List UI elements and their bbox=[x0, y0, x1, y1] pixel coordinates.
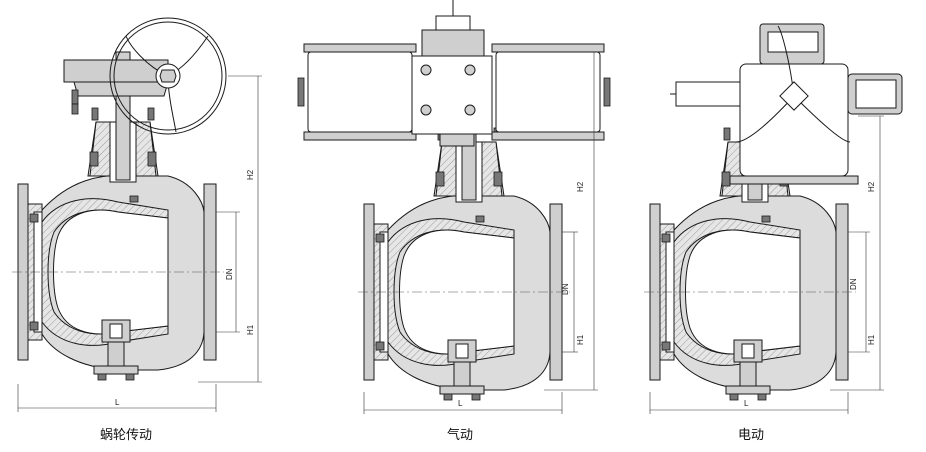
electric-dim-l: L bbox=[744, 399, 749, 408]
pneumatic-valve-drawing bbox=[297, 0, 611, 414]
pneumatic-caption: 气动 bbox=[447, 427, 473, 443]
worm-gear-valve-drawing bbox=[11, 17, 262, 412]
electric-caption: 电动 bbox=[738, 428, 764, 443]
pneumatic-dim-l: L bbox=[458, 399, 463, 408]
pneumatic-dim-h1: H1 bbox=[576, 334, 585, 345]
pneumatic-dim-dn: DN bbox=[561, 283, 570, 295]
electric-dimension-labels: H2 DN H1 L bbox=[744, 181, 876, 408]
electric-dim-h1: H1 bbox=[867, 334, 876, 345]
worm-gear-dim-h2: H2 bbox=[246, 169, 255, 180]
worm-gear-dim-l: L bbox=[115, 398, 120, 407]
pneumatic-dim-h2: H2 bbox=[576, 181, 585, 192]
electric-valve-drawing bbox=[643, 23, 903, 414]
worm-gear-dimension-labels: H2 DN H1 L bbox=[115, 169, 255, 407]
worm-gear-dim-h1: H1 bbox=[246, 324, 255, 335]
worm-gear-caption: 蜗轮传动 bbox=[100, 427, 152, 443]
worm-gear-dim-dn: DN bbox=[225, 268, 234, 280]
pneumatic-dimension-labels: H2 DN H1 L bbox=[458, 181, 585, 408]
electric-dim-h2: H2 bbox=[867, 181, 876, 192]
electric-dim-dn: DN bbox=[849, 278, 858, 290]
